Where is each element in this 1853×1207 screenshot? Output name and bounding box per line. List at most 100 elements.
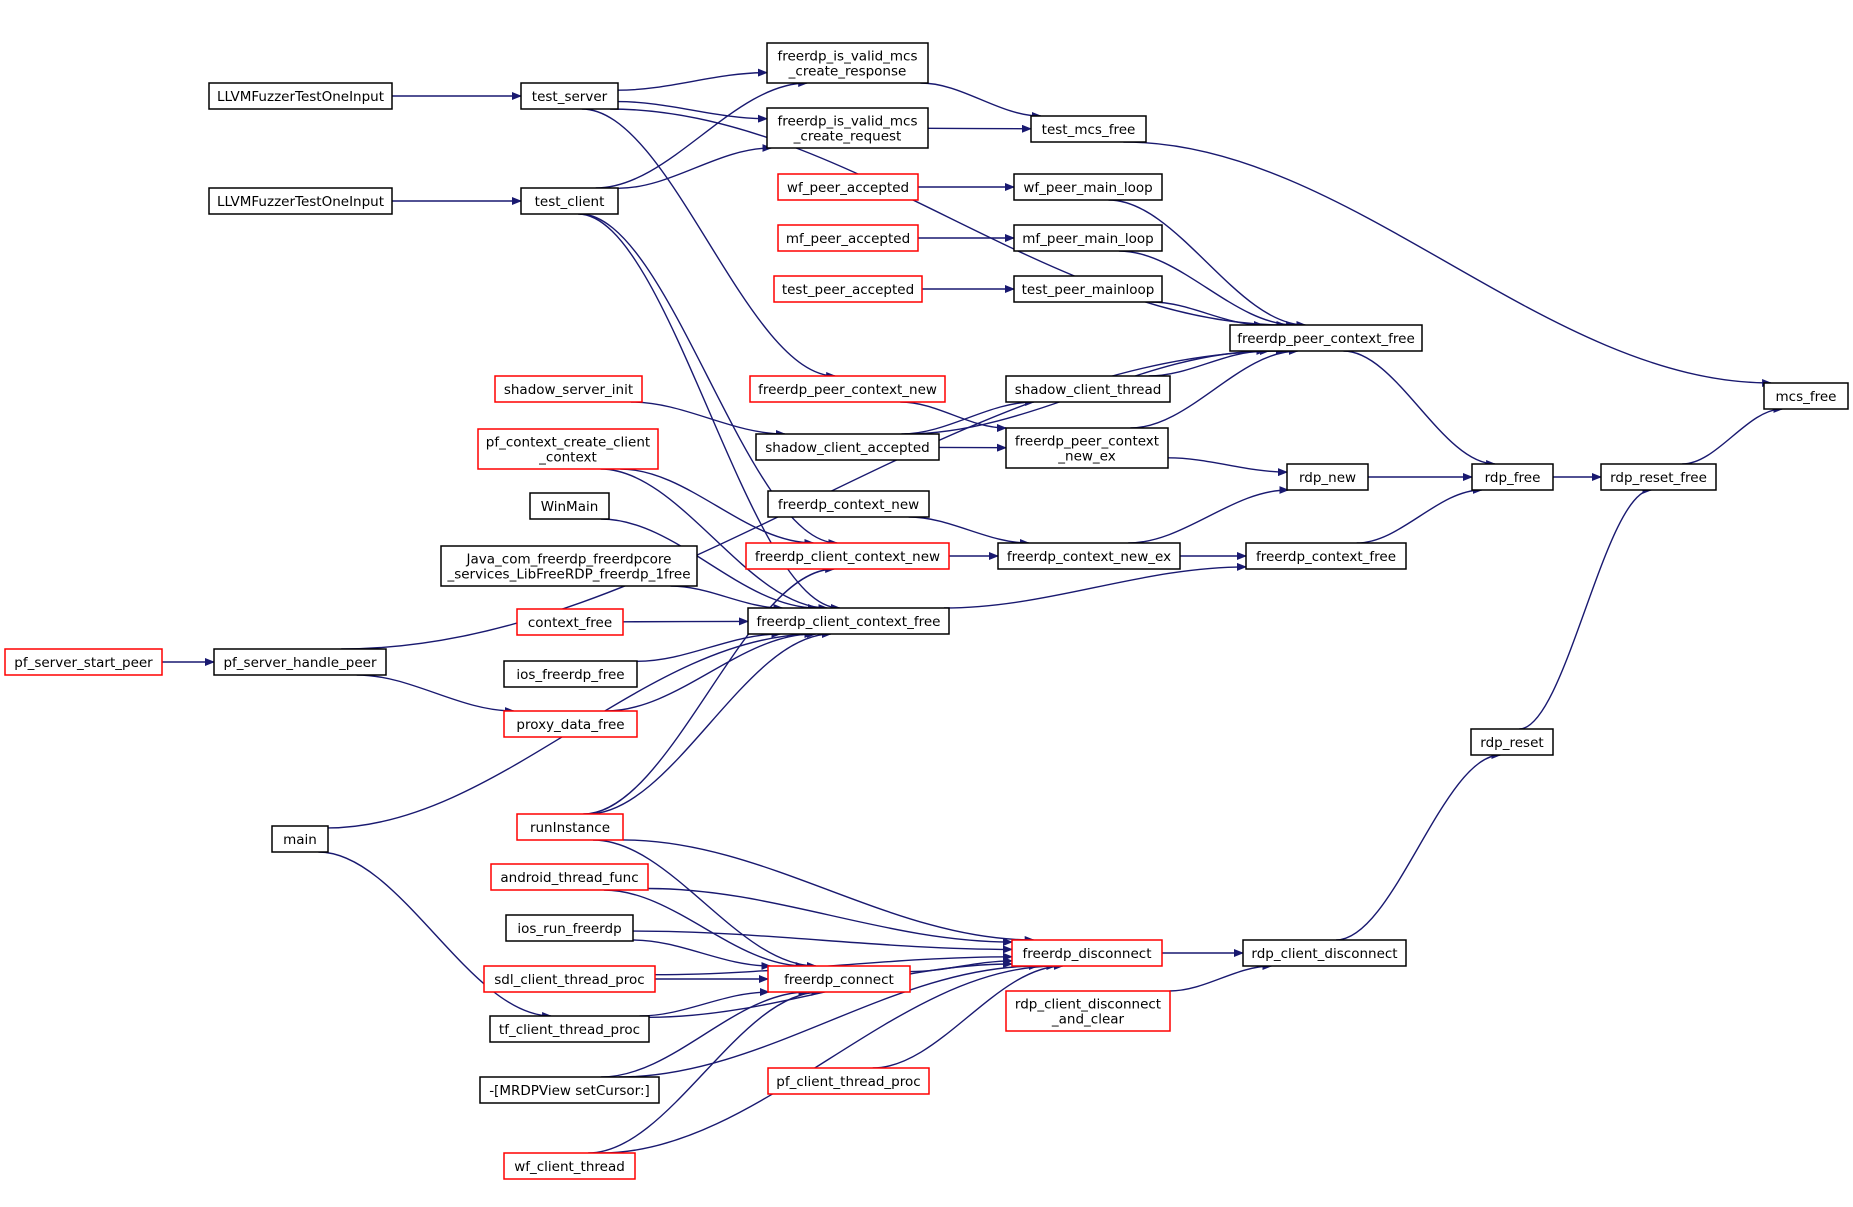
node-freerdp_peer_context_free[interactable]: freerdp_peer_context_free (1229, 324, 1423, 352)
node-rdp_new[interactable]: rdp_new (1286, 463, 1369, 491)
node-test_client[interactable]: test_client (520, 187, 619, 215)
node-proxy_data_free[interactable]: proxy_data_free (503, 710, 638, 738)
node-rdp_reset_free[interactable]: rdp_reset_free (1600, 463, 1717, 491)
node-pf_context_create_client_context[interactable]: pf_context_create_client_context (477, 428, 659, 470)
edge-runInstance-to-freerdp_client_context_new (583, 565, 836, 815)
node-box (1013, 173, 1163, 201)
node-wf_peer_accepted[interactable]: wf_peer_accepted (777, 173, 919, 201)
node-mcs_free[interactable]: mcs_free (1763, 382, 1849, 410)
edge-test_peer_mainloop-to-freerdp_peer_context_free (1151, 301, 1264, 329)
node-freerdp_peer_context_new_ex[interactable]: freerdp_peer_context_new_ex (1005, 427, 1169, 469)
node-context_free[interactable]: context_free (516, 608, 624, 636)
edge-wf_client_thread-to-freerdp_disconnect (601, 962, 1057, 1154)
node-ios_run_freerdp[interactable]: ios_run_freerdp (505, 914, 634, 942)
node-box (773, 275, 923, 303)
node-label: _services_LibFreeRDP_freerdp_1free (446, 567, 690, 583)
node-mf_peer_main_loop[interactable]: mf_peer_main_loop (1013, 224, 1163, 252)
node-freerdp_context_free[interactable]: freerdp_context_free (1245, 542, 1407, 570)
edge-Java_free-to-freerdp_client_context_free (670, 585, 784, 612)
edge-layer (162, 68, 1784, 1154)
node-pf_server_handle_peer[interactable]: pf_server_handle_peer (213, 648, 387, 676)
node-tf_client_thread_proc[interactable]: tf_client_thread_proc (489, 1015, 650, 1043)
node-freerdp_disconnect[interactable]: freerdp_disconnect (1011, 939, 1163, 967)
node-ios_freerdp_free[interactable]: ios_freerdp_free (503, 660, 638, 688)
node-LLVMFuzzer_client[interactable]: LLVMFuzzerTestOneInput (208, 187, 393, 215)
node-LLVMFuzzer_server[interactable]: LLVMFuzzerTestOneInput (208, 82, 393, 110)
edge-test_server-to-freerdp_is_valid_mcs_create_response (617, 68, 768, 91)
node-label: WinMain (541, 499, 599, 515)
edge-main-to-tf_client_thread_proc (318, 851, 553, 1020)
node-label: LLVMFuzzerTestOneInput (217, 194, 384, 210)
node-box (440, 545, 698, 587)
node-label: test_mcs_free (1042, 122, 1136, 138)
node-rdp_client_disconnect_and_clear[interactable]: rdp_client_disconnect_and_clear (1005, 990, 1171, 1032)
node-box (1600, 463, 1717, 491)
node-freerdp_client_context_free[interactable]: freerdp_client_context_free (747, 607, 950, 635)
edge-freerdp_is_valid_mcs_create_response-to-test_mcs_free (920, 82, 1042, 120)
node-box (777, 173, 919, 201)
node-test_peer_mainloop[interactable]: test_peer_mainloop (1013, 275, 1163, 303)
node-freerdp_is_valid_mcs_create_response[interactable]: freerdp_is_valid_mcs_create_response (766, 42, 929, 84)
node-freerdp_context_new[interactable]: freerdp_context_new (767, 490, 930, 518)
node-box (777, 224, 919, 252)
node-box (1763, 382, 1849, 410)
node-rdp_client_disconnect[interactable]: rdp_client_disconnect (1242, 939, 1407, 967)
node-label: pf_server_handle_peer (223, 655, 376, 671)
node-pf_server_start_peer[interactable]: pf_server_start_peer (4, 648, 163, 676)
node-runInstance[interactable]: runInstance (516, 813, 624, 841)
node-mf_peer_accepted[interactable]: mf_peer_accepted (777, 224, 919, 252)
node-label: test_server (532, 89, 608, 105)
node-MRDPView_setCursor[interactable]: -[MRDPView setCursor:] (479, 1076, 660, 1104)
node-box (767, 1067, 930, 1095)
node-label: rdp_new (1299, 470, 1356, 486)
node-box (494, 375, 643, 403)
edge-shadow_client_accepted-to-shadow_client_thread (901, 398, 1036, 435)
node-label: rdp_client_disconnect (1015, 997, 1161, 1013)
edge-wf_client_thread-to-freerdp_connect (588, 988, 822, 1154)
node-label: _context (538, 450, 597, 466)
edge-freerdp_peer_context_free-to-rdp_free (1343, 350, 1497, 468)
node-shadow_client_accepted[interactable]: shadow_client_accepted (755, 433, 940, 461)
node-android_thread_func[interactable]: android_thread_func (490, 863, 649, 891)
node-shadow_server_init[interactable]: shadow_server_init (494, 375, 643, 403)
node-pf_client_thread_proc[interactable]: pf_client_thread_proc (767, 1067, 930, 1095)
node-box (997, 542, 1181, 570)
node-WinMain[interactable]: WinMain (529, 492, 610, 520)
node-Java_free[interactable]: Java_com_freerdp_freerdpcore_services_Li… (440, 545, 698, 587)
node-test_server[interactable]: test_server (520, 82, 619, 110)
node-label: android_thread_func (500, 870, 638, 886)
node-box (271, 825, 329, 853)
node-freerdp_context_new_ex[interactable]: freerdp_context_new_ex (997, 542, 1181, 570)
edge-ios_freerdp_free-to-freerdp_client_context_free (636, 630, 782, 662)
node-label: rdp_client_disconnect (1251, 946, 1397, 962)
node-shadow_client_thread[interactable]: shadow_client_thread (1005, 375, 1171, 403)
node-box (479, 1076, 660, 1104)
node-freerdp_connect[interactable]: freerdp_connect (767, 965, 911, 993)
edge-runInstance-to-freerdp_connect (592, 839, 817, 970)
node-box (208, 187, 393, 215)
node-box (747, 607, 950, 635)
node-label: freerdp_peer_context (1015, 434, 1159, 450)
edge-MRDPView_setCursor-to-freerdp_disconnect (618, 962, 1039, 1078)
node-rdp_free[interactable]: rdp_free (1471, 463, 1554, 491)
edge-freerdp_context_free-to-rdp_free (1356, 486, 1483, 544)
edge-runInstance-to-freerdp_client_context_free (587, 630, 832, 815)
node-freerdp_is_valid_mcs_create_request[interactable]: freerdp_is_valid_mcs_create_request (766, 107, 929, 149)
node-rdp_reset[interactable]: rdp_reset (1470, 728, 1554, 756)
node-test_mcs_free[interactable]: test_mcs_free (1030, 115, 1147, 143)
node-box (767, 490, 930, 518)
node-label: shadow_client_thread (1015, 382, 1162, 398)
node-box (766, 107, 929, 149)
node-freerdp_peer_context_new[interactable]: freerdp_peer_context_new (749, 375, 946, 403)
node-test_peer_accepted[interactable]: test_peer_accepted (773, 275, 923, 303)
node-sdl_client_thread_proc[interactable]: sdl_client_thread_proc (483, 965, 656, 993)
node-label: _new_ex (1057, 449, 1115, 465)
node-wf_peer_main_loop[interactable]: wf_peer_main_loop (1013, 173, 1163, 201)
edge-test_client-to-freerdp_client_context_new (579, 213, 839, 547)
node-main[interactable]: main (271, 825, 329, 853)
edge-pf_context_create_client_context-to-freerdp_client_context_free (600, 468, 829, 612)
node-freerdp_client_context_new[interactable]: freerdp_client_context_new (745, 542, 950, 570)
node-label: mcs_free (1776, 389, 1837, 405)
node-wf_client_thread[interactable]: wf_client_thread (503, 1152, 636, 1180)
node-box (1229, 324, 1423, 352)
